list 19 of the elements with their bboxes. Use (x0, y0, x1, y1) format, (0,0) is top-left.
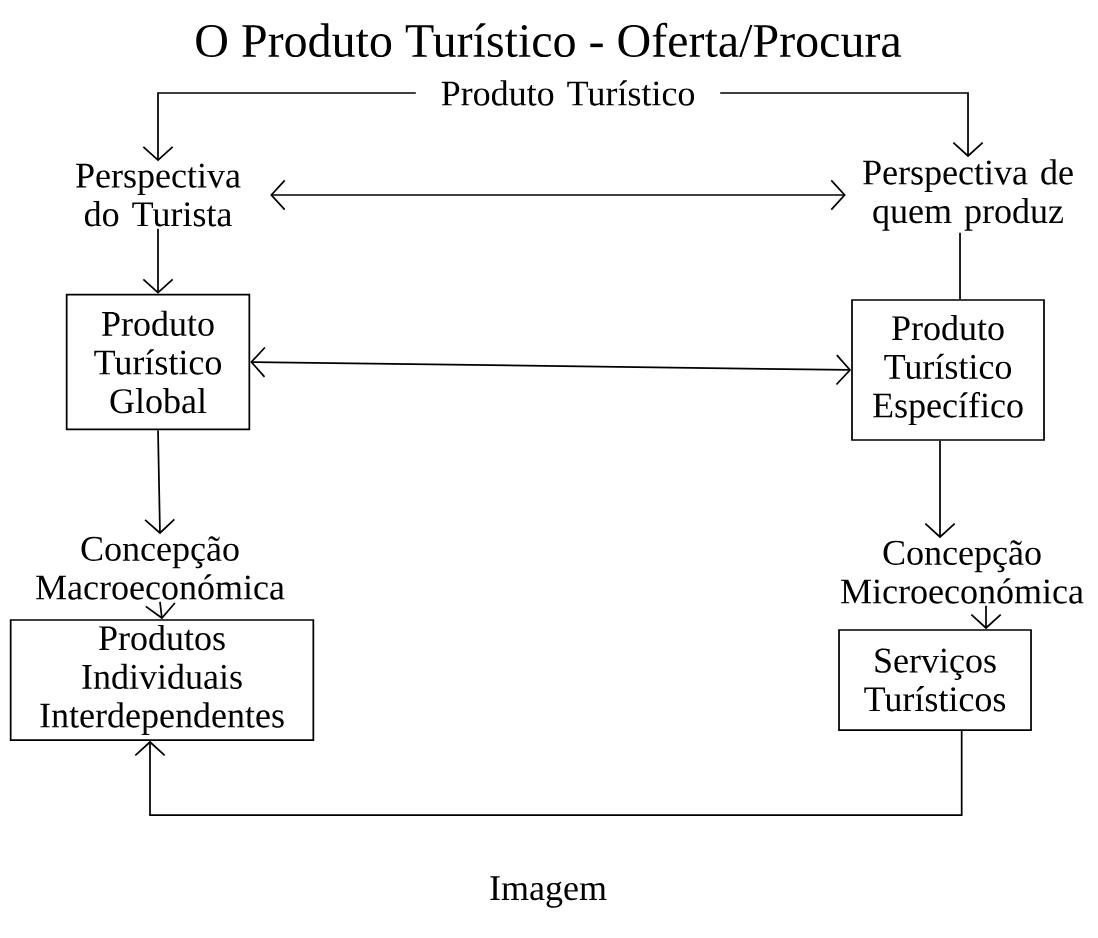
arrow (270, 179, 846, 211)
arrow (144, 429, 176, 535)
process-box: Produto Turístico Específico (851, 299, 1045, 441)
process-box: Serviços Turísticos (838, 629, 1032, 731)
node-text: Concepção Macroeconómica (36, 536, 285, 600)
node-text: Perspectiva de quem produz (863, 159, 1073, 231)
node-text: Concepção Microeconómica (841, 540, 1084, 604)
arrow (719, 92, 984, 158)
process-box: Produtos Individuais Interdependentes (9, 619, 315, 741)
process-box: Produto Turístico Global (65, 293, 251, 431)
edge-label: Imagem (484, 871, 612, 913)
arrow (250, 346, 852, 386)
node-text: Produto Turístico (441, 80, 695, 106)
arrow (924, 440, 956, 539)
arrow (134, 730, 963, 816)
title: O Produto Turístico - Oferta/Procura (196, 22, 902, 58)
node-text: Perspectiva do Turista (76, 163, 241, 227)
arrow (142, 92, 417, 162)
arrow (142, 227, 174, 294)
